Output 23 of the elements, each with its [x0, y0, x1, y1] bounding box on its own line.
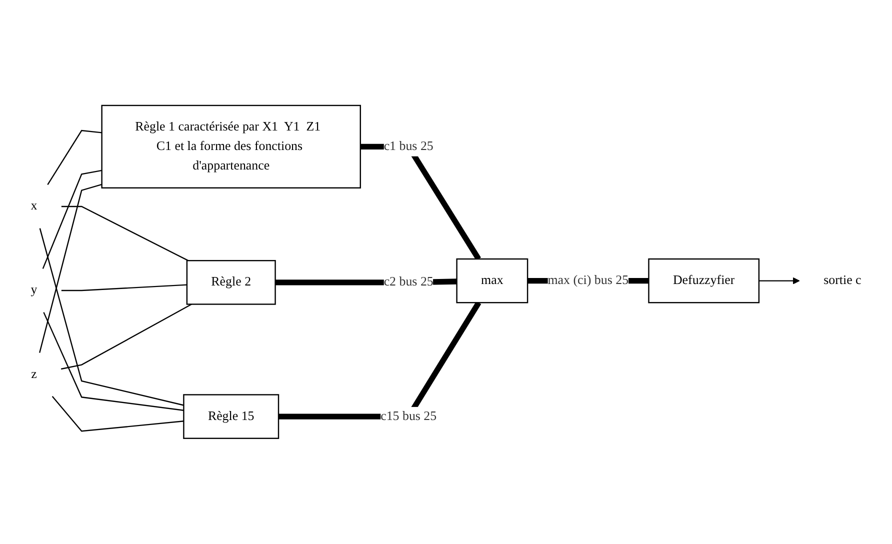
arrow — [758, 277, 800, 284]
node-box: Règle 1 caractérisée par X1 Y1 Z1 C1 et la forme des fonctions d'appartenance — [101, 104, 361, 189]
connector — [60, 304, 192, 370]
node-box: Defuzzyfier — [648, 258, 760, 304]
edge-label: c1 bus 25 — [384, 139, 434, 154]
connector — [42, 170, 102, 269]
connector — [43, 312, 184, 412]
edge-label: max (ci) bus 25 — [548, 274, 629, 288]
connector — [39, 184, 102, 353]
node-box: max — [456, 258, 528, 304]
connector — [39, 228, 184, 406]
connector — [61, 206, 188, 262]
connector — [61, 284, 187, 292]
node-text: x — [30, 199, 38, 214]
node-text: sortie c — [824, 274, 862, 288]
node-text: z — [31, 367, 37, 382]
edge-label: c15 bus 25 — [380, 409, 437, 424]
connector — [52, 396, 184, 432]
node-box: Règle 2 — [186, 260, 276, 305]
connector — [47, 130, 102, 186]
node-text: y — [30, 283, 38, 298]
edge-label: c2 bus 25 — [384, 275, 434, 289]
node-box: Règle 15 — [183, 394, 280, 440]
